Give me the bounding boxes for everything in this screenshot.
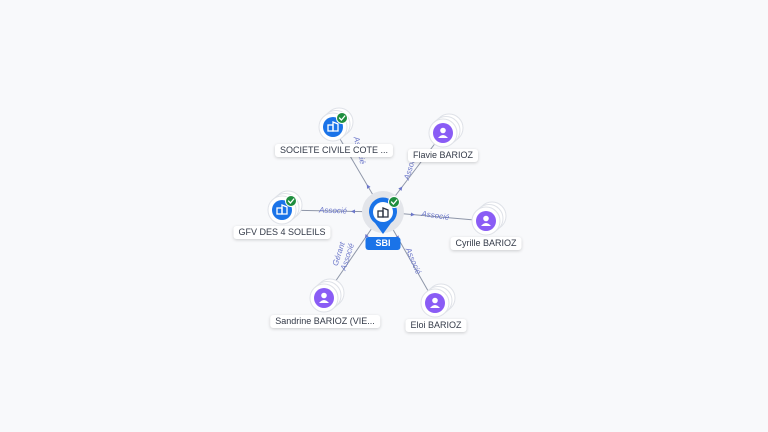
person-node[interactable] — [420, 283, 456, 318]
person-icon — [481, 215, 491, 226]
node-label[interactable]: Eloi BARIOZ — [405, 319, 467, 332]
relation-label: GérantAssocié — [330, 239, 356, 273]
relation-label: Associé — [318, 205, 348, 215]
person-node[interactable] — [428, 113, 464, 148]
edge-arrow-icon — [410, 212, 415, 217]
building-icon — [377, 207, 389, 218]
company-node[interactable] — [318, 107, 354, 142]
person-node[interactable] — [309, 278, 345, 313]
node-label[interactable]: GFV DES 4 SOLEILS — [233, 226, 331, 239]
person-icon — [430, 297, 440, 308]
relation-label: Associé — [420, 209, 451, 222]
center-company-node[interactable] — [362, 191, 404, 234]
center-node-label[interactable]: SBI — [365, 237, 401, 250]
edge-arrow-icon — [366, 184, 371, 189]
verified-badge-icon — [285, 195, 297, 207]
verified-badge-icon — [336, 112, 348, 124]
person-icon — [319, 292, 329, 303]
node-label[interactable]: SOCIETE CIVILE COTE ... — [274, 144, 394, 157]
person-icon — [438, 127, 448, 138]
building-icon — [327, 121, 339, 132]
node-label[interactable]: Cyrille BARIOZ — [450, 237, 522, 250]
person-node[interactable] — [471, 201, 507, 236]
building-icon — [276, 204, 288, 215]
node-label[interactable]: Sandrine BARIOZ (VIE... — [270, 315, 380, 328]
node-label[interactable]: Flavie BARIOZ — [407, 149, 479, 162]
relation-label: Associé — [403, 245, 423, 276]
edge-arrow-icon — [351, 209, 356, 214]
company-node[interactable] — [267, 190, 303, 225]
verified-badge-icon — [388, 196, 400, 208]
edge-arrow-icon — [398, 186, 403, 191]
